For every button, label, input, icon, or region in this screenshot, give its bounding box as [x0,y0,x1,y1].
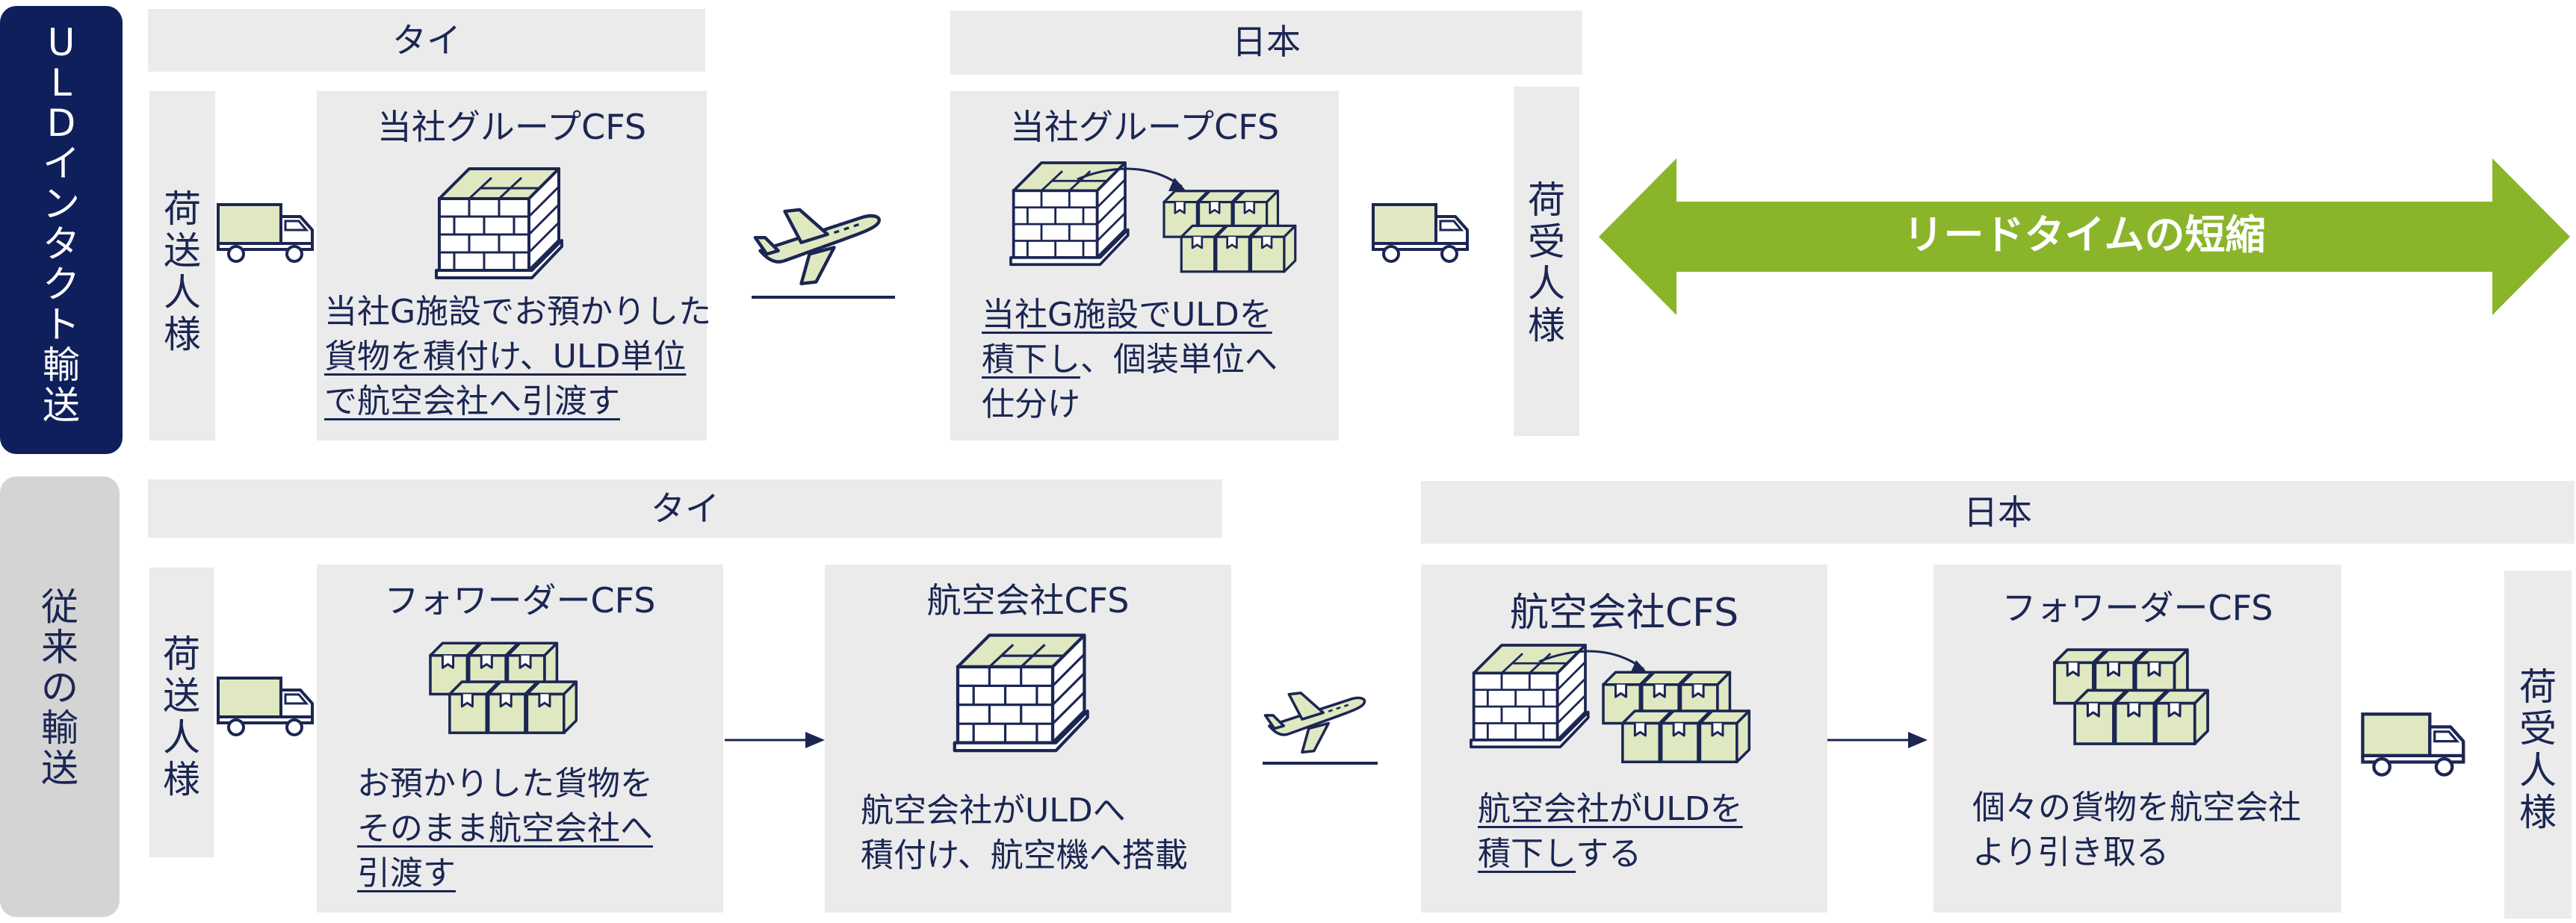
runway-line [752,296,895,299]
conv-shipper: 荷 送 人 様 [149,568,214,857]
conv-forwarder-cfs-thailand: フォワーダーCFS お預かりした貨物を そのまま航空会社へ 引渡す [317,565,723,913]
conv-forwarder-cfs-th-description: お預かりした貨物を そのまま航空会社へ 引渡す [357,765,653,892]
conv-forwarder-cfs-jp-title: フォワーダーCFS [2001,588,2273,628]
truck-icon [2355,711,2474,780]
uld-thai-group-cfs: 当社グループCFS 当社G施設でお預かりした 貨物を積付け、ULD単位 で航空会… [317,91,711,441]
flow-arrow-icon [1827,732,1928,748]
uld-intact-transport-label: U L D イ ン タ ク ト 輸 送 [0,6,123,454]
truck-icon [217,677,314,736]
truck-icon [217,203,314,263]
packages-icon [1603,672,1753,769]
conv-japan-header: 日本 [1421,481,2575,544]
lead-time-arrow [1599,158,2570,315]
uld-japan-header: 日本 [950,10,1582,75]
conv-thailand-header: タイ [148,479,1222,538]
uld-japan-group-cfs: 当社グループCFS 当社G施設でULDを 積下し、個装単位へ 仕分け [950,91,1339,441]
unload-arrow-icon [1538,650,1648,674]
conventional-transport-label: 従 来 の 輸 送 [0,476,120,917]
uld-thai-cfs-description: 当社G施設でお預かりした 貨物を積付け、ULD単位 で航空会社へ引渡す [324,293,712,420]
conv-consignee: 荷 受 人 様 [2504,571,2572,919]
conv-airline-cfs-japan: 航空会社CFS 航空会社がULDを 積下しする [1421,565,1827,913]
runway-line [1263,762,1378,765]
conv-forwarder-cfs-jp-description: 個々の貨物を航空会社 より引き取る [1972,789,2301,871]
conv-forwarder-cfs-th-title: フォワーダーCFS [384,580,656,621]
packages-icon [2055,648,2211,753]
uld-thailand-header: タイ [148,9,705,72]
uld-pallet-icon [435,167,563,279]
conv-airline-cfs-th-description: 航空会社がULDへ 積付け、航空機へ搭載 [861,792,1188,874]
uld-japan-cfs-description: 当社G施設でULDを 積下し、個装単位へ 仕分け [982,296,1278,423]
uld-thai-cfs-title: 当社グループCFS [377,107,647,147]
lead-time-label: リードタイムの短縮 [1903,211,2266,258]
conv-airline-cfs-jp-description: 航空会社がULDを 積下しする [1478,790,1743,873]
conv-forwarder-cfs-japan: フォワーダーCFS 個々の貨物を航空会社 より引き取る [1933,565,2341,913]
unload-arrow-icon [1077,167,1186,191]
uld-japan-cfs-title: 当社グループCFS [1009,107,1280,147]
airplane-icon [747,203,897,285]
conv-airline-cfs-thailand: 航空会社CFS 航空会社がULDへ 積付け、航空機へ搭載 [825,565,1231,913]
uld-pallet-icon [958,635,1092,754]
uld-shipper: 荷 送 人 様 [149,91,215,441]
conv-airline-cfs-th-title: 航空会社CFS [926,580,1130,621]
airplane-icon [1263,692,1366,754]
packages-icon [1164,190,1298,279]
uld-consignee: 荷 受 人 様 [1514,87,1579,436]
flow-arrow-icon [725,732,825,748]
truck-icon [1372,203,1469,263]
packages-icon [430,639,580,744]
conv-airline-cfs-jp-title: 航空会社CFS [1509,591,1739,635]
